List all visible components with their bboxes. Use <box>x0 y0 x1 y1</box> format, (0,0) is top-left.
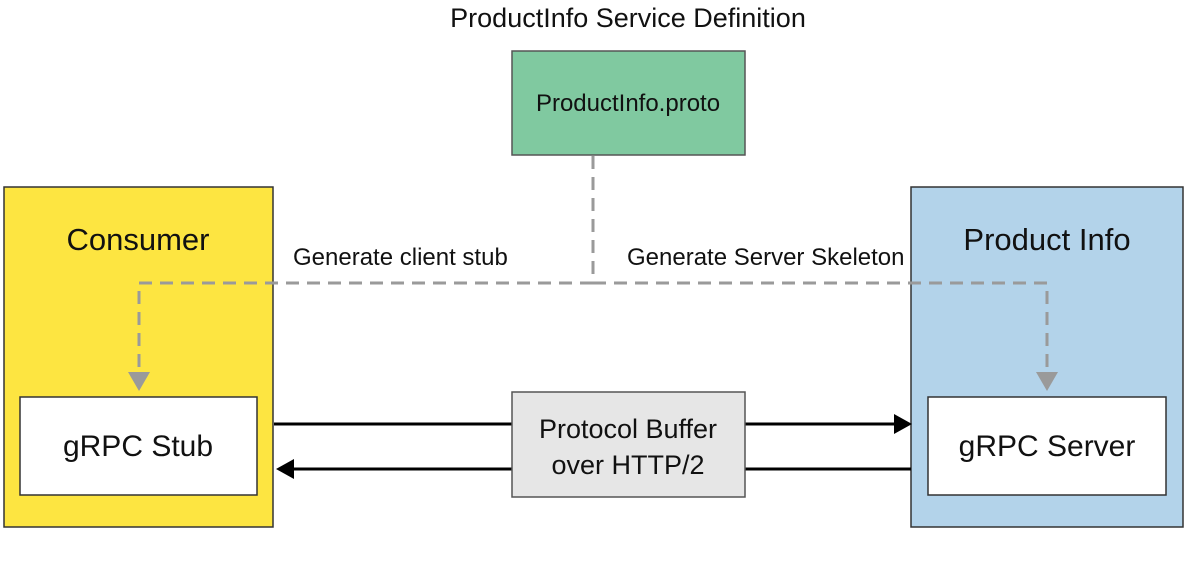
grpc-stub-box <box>19 396 258 496</box>
server-skeleton-arrowhead <box>1036 372 1058 391</box>
transport-line2: over HTTP/2 <box>551 450 704 480</box>
proto-file-box <box>511 50 746 156</box>
grpc-server-box <box>927 396 1167 496</box>
transport-box <box>511 391 746 498</box>
grpc-server-label: gRPC Server <box>959 430 1136 463</box>
grpc-stub-label: gRPC Stub <box>63 430 213 463</box>
proto-file-name: ProductInfo.proto <box>536 90 720 117</box>
product-info-title: Product Info <box>963 222 1130 257</box>
generate-client-label: Generate client stub <box>293 244 508 271</box>
diagram-title: ProductInfo Service Definition <box>450 3 806 33</box>
generate-server-label: Generate Server Skeleton <box>627 244 905 271</box>
server-skeleton-gen-line <box>593 281 1049 374</box>
consumer-title: Consumer <box>67 222 210 257</box>
response-arrowhead <box>276 459 294 479</box>
transport-line1: Protocol Buffer <box>539 414 717 444</box>
transport-arrows <box>274 422 911 471</box>
client-stub-gen-line <box>137 281 593 374</box>
request-arrowhead <box>894 414 912 434</box>
generation-lines <box>137 156 1049 374</box>
client-stub-arrowhead <box>128 372 150 391</box>
